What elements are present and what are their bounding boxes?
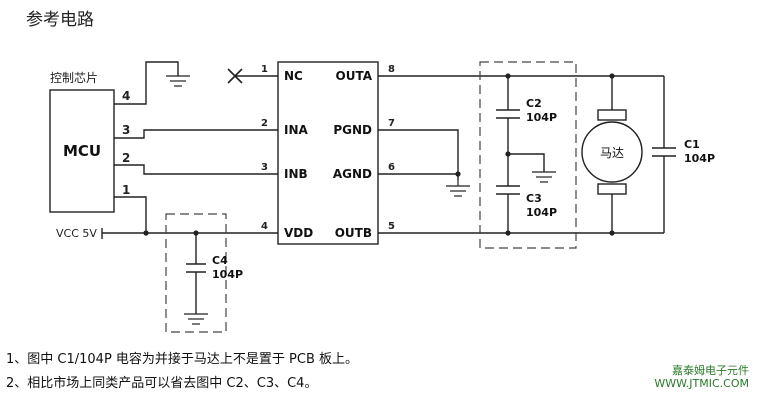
mcu-pin-2: 2	[122, 151, 130, 165]
motor-symbol	[581, 121, 643, 183]
wire-inb	[114, 164, 278, 175]
c1-value: 104P	[684, 152, 715, 165]
driver-ic-box	[277, 61, 379, 245]
vcc-label: VCC 5V	[56, 227, 97, 240]
ic-pin-name-nc: NC	[284, 69, 303, 83]
brand-url: WWW.JTMIC.COM	[654, 377, 749, 390]
no-connect-icon	[227, 68, 243, 84]
motor-terminal-bottom	[597, 183, 627, 195]
mcu-name: MCU	[63, 142, 101, 160]
ic-pin-num-1: 1	[261, 64, 268, 75]
motor-terminal-top	[597, 109, 627, 121]
wire-c2c3-ground	[508, 153, 545, 172]
ic-pin-num-2: 2	[261, 118, 268, 129]
wire-pgnd	[378, 129, 459, 180]
ic-pin-num-5: 5	[388, 221, 395, 232]
ground-icon	[532, 171, 556, 183]
ground-icon	[184, 313, 208, 325]
mcu-caption: 控制芯片	[50, 71, 98, 85]
ic-pin-name-ina: INA	[284, 123, 309, 137]
ic-pin-num-8: 8	[388, 64, 395, 75]
page-title: 参考电路	[26, 10, 94, 30]
optional-c4-region	[165, 213, 227, 333]
c2-value: 104P	[526, 111, 557, 124]
brand-name: 嘉泰姆电子元件	[672, 364, 749, 377]
note-2: 2、相比市场上同类产品可以省去图中 C2、C3、C4。	[6, 376, 318, 391]
ic-pin-name-agnd: AGND	[333, 167, 372, 181]
c1-name: C1	[684, 138, 700, 151]
c3-value: 104P	[526, 206, 557, 219]
ic-pin-name-outa: OUTA	[336, 69, 373, 83]
c4-value: 104P	[212, 268, 243, 281]
junction-dots	[143, 73, 615, 236]
wire-ina	[114, 129, 278, 139]
note-1: 1、图中 C1/104P 电容为并接于马达上不是置于 PCB 板上。	[6, 352, 359, 367]
ic-pin-num-7: 7	[388, 118, 395, 129]
mcu-box	[49, 89, 115, 213]
ic-pin-name-inb: INB	[284, 167, 308, 181]
mcu-pin-3: 3	[122, 123, 130, 137]
ic-pin-num-4: 4	[261, 221, 268, 232]
motor-label: 马达	[600, 146, 624, 160]
ground-icon	[166, 75, 190, 87]
ic-pin-num-6: 6	[388, 162, 395, 173]
c2-name: C2	[526, 97, 542, 110]
c3-name: C3	[526, 192, 542, 205]
ic-pin-name-outb: OUTB	[335, 226, 372, 240]
wire-mcu-pin1	[114, 196, 147, 233]
wire-mcu-pin4	[114, 61, 179, 105]
c4-name: C4	[212, 254, 228, 267]
ic-pin-num-3: 3	[261, 162, 268, 173]
optional-c2-c3-region	[479, 61, 577, 249]
ic-pin-name-vdd: VDD	[284, 226, 313, 240]
ic-pin-name-pgnd: PGND	[333, 123, 372, 137]
ground-icon	[446, 180, 470, 197]
mcu-pin-1: 1	[122, 183, 130, 197]
mcu-pin-4: 4	[122, 89, 130, 103]
